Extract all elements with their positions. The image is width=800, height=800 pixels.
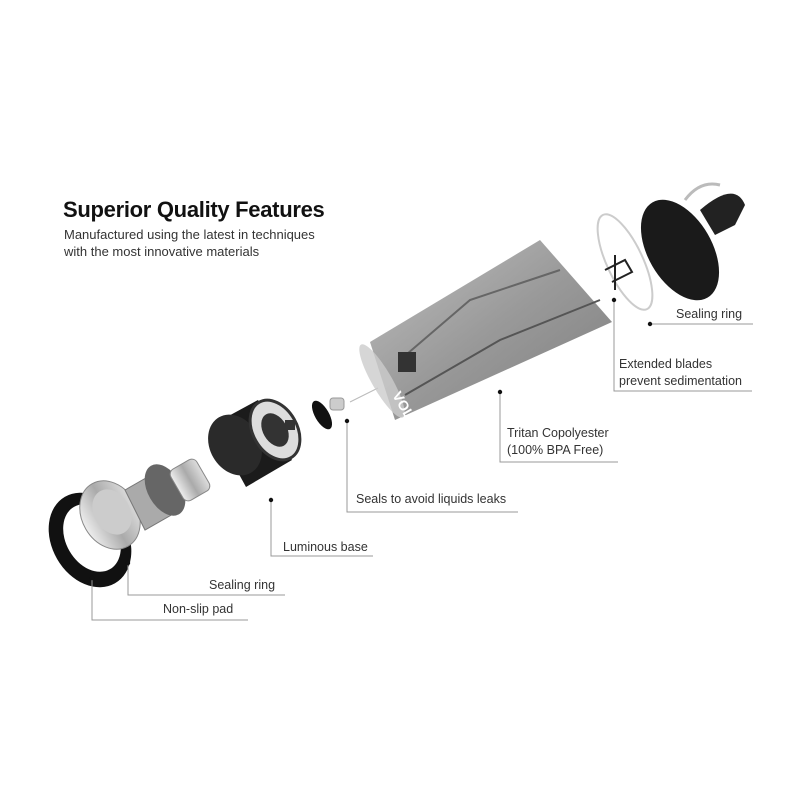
extended-blades xyxy=(604,255,634,290)
callout-blades-line-1: Extended blades xyxy=(619,357,713,371)
blade-seals xyxy=(285,387,379,430)
callout-pad: Non-slip pad xyxy=(163,602,234,616)
callout-seals: Seals to avoid liquids leaks xyxy=(356,492,507,506)
lid xyxy=(640,182,745,301)
bottom-cap xyxy=(79,480,141,550)
callout-blades-line-2: prevent sedimentation xyxy=(619,374,742,388)
callout-dots xyxy=(89,297,653,581)
callout-lines xyxy=(91,300,753,621)
callout-cup: Tritan Copolyester (100% BPA Free) xyxy=(507,425,609,459)
page-subtitle: Manufactured using the latest in techniq… xyxy=(64,226,384,260)
page-title: Superior Quality Features xyxy=(63,197,325,222)
motor xyxy=(169,458,211,502)
callout-blades: Extended blades prevent sedimentation xyxy=(619,356,742,390)
callout-base: Luminous base xyxy=(283,540,368,554)
luminous-base xyxy=(208,398,302,487)
callout-base-sealing-ring: Sealing ring xyxy=(209,578,276,592)
subtitle-line-2: with the most innovative materials xyxy=(64,244,260,259)
callout-cup-line-2: (100% BPA Free) xyxy=(507,443,604,457)
subtitle-line-1: Manufactured using the latest in techniq… xyxy=(64,227,315,242)
callout-lid-sealing-ring: Sealing ring xyxy=(676,307,743,321)
tritan-cup: VOLTRX xyxy=(359,240,612,445)
lid-sealing-ring xyxy=(596,213,654,311)
callout-cup-line-1: Tritan Copolyester xyxy=(507,426,609,440)
